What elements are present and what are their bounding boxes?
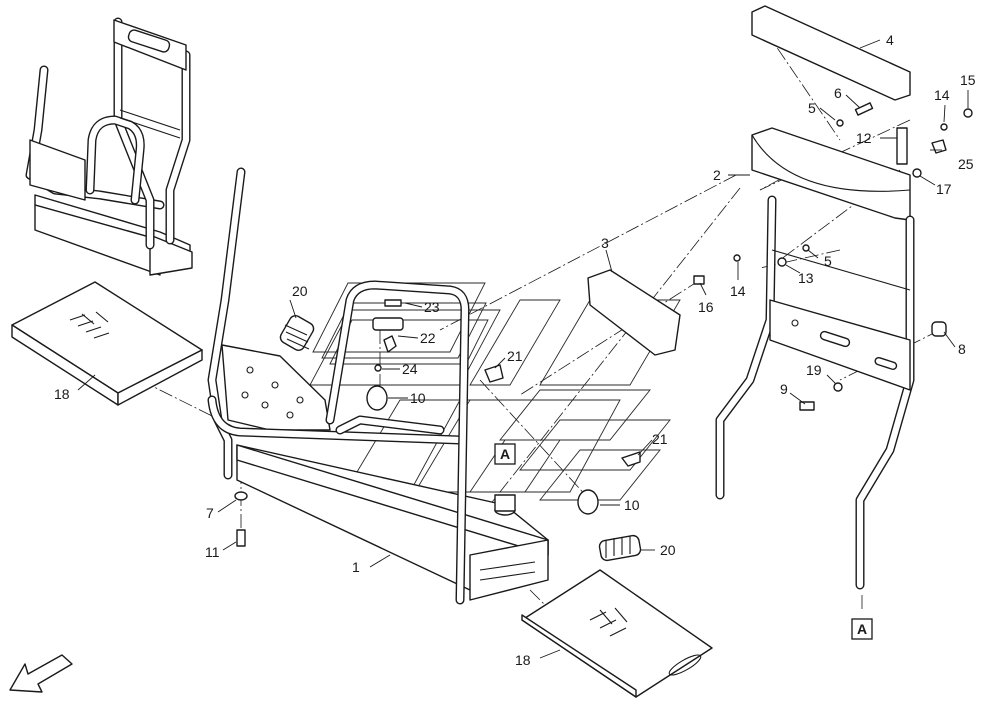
callout-3: 3: [601, 235, 609, 251]
callout-14-upper: 14: [934, 87, 950, 103]
callout-20-lower: 20: [660, 542, 676, 558]
callout-8: 8: [958, 341, 966, 357]
callout-21-lower: 21: [652, 431, 668, 447]
view-direction-arrow-icon: [9, 654, 73, 693]
callout-5-lower: 5: [824, 253, 832, 269]
callout-10-lower: 10: [624, 497, 640, 513]
callout-20-upper: 20: [292, 283, 308, 299]
reference-mark-a-right-text: A: [857, 621, 867, 637]
part-18-floor-mat-left: [11, 281, 203, 406]
callout-2: 2: [713, 167, 721, 183]
callout-15: 15: [960, 72, 976, 88]
reference-mark-a-left: A: [494, 443, 516, 465]
callout-18-left: 18: [54, 386, 70, 402]
callout-19: 19: [806, 362, 822, 378]
callout-18-bottom: 18: [515, 652, 531, 668]
callout-7: 7: [206, 505, 214, 521]
reference-mark-a-left-text: A: [500, 446, 510, 462]
hardware-parts: [234, 102, 973, 547]
callout-23: 23: [424, 299, 440, 315]
callout-13: 13: [798, 270, 814, 286]
part-1-step-frame: [207, 167, 549, 605]
assembled-view-thumbnail: [25, 17, 193, 276]
callout-22: 22: [420, 330, 436, 346]
callout-6: 6: [834, 85, 842, 101]
callout-17: 17: [936, 181, 952, 197]
callout-4: 4: [886, 32, 894, 48]
callout-11: 11: [205, 544, 220, 560]
callout-14-lower: 14: [730, 283, 746, 299]
callout-leaders: [77, 39, 969, 659]
part-18-floor-mat-bottom: [521, 569, 713, 698]
callout-10-upper: 10: [410, 390, 426, 406]
part-20-spring-right: [598, 534, 642, 562]
callout-24: 24: [402, 361, 418, 377]
callout-9: 9: [780, 381, 788, 397]
callout-5-upper: 5: [808, 100, 816, 116]
reference-mark-a-right: A: [851, 618, 873, 640]
part-4-top-cover: [751, 5, 911, 101]
part-3-pad: [587, 269, 681, 356]
callout-16: 16: [698, 299, 714, 315]
callout-21-upper: 21: [507, 348, 523, 364]
part-20-spring-left: [279, 315, 315, 351]
callout-1: 1: [352, 559, 360, 575]
part-2-upper-frame: [715, 127, 915, 590]
callout-12: 12: [856, 130, 872, 146]
callout-labels: 1 2 3 4 5 5 6 7 8 9 10 10 11 12 13 14 14…: [54, 32, 976, 668]
callout-25: 25: [958, 156, 974, 172]
